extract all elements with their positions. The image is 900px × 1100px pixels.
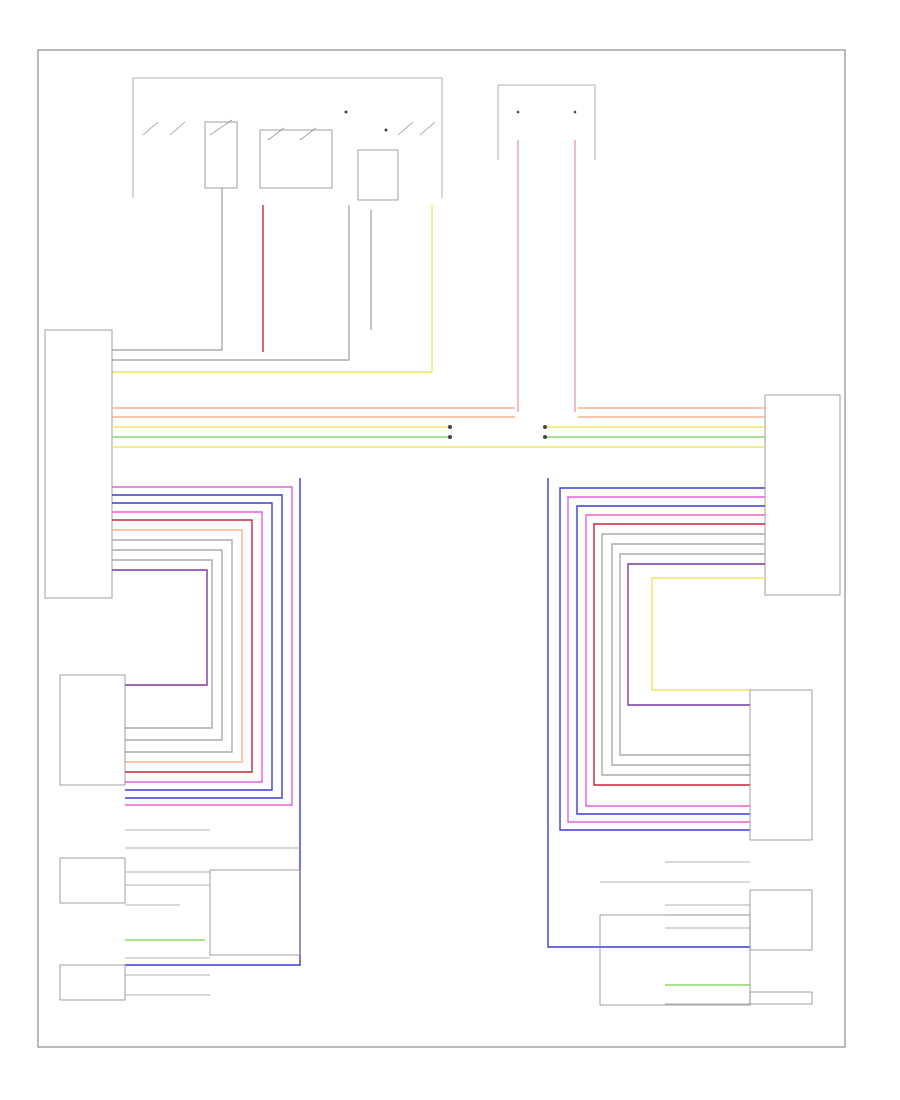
diagram-frame bbox=[37, 49, 846, 1048]
right-lower-wires bbox=[547, 478, 765, 948]
top-vertical-wires bbox=[112, 140, 576, 412]
main-bus-wires bbox=[112, 407, 765, 448]
left-control-module bbox=[44, 329, 113, 599]
right-lower-components bbox=[599, 689, 813, 1006]
right-control-module bbox=[764, 394, 841, 596]
left-lower-components bbox=[59, 674, 301, 1001]
fuse-block bbox=[497, 84, 596, 160]
steering-column-switch-assembly bbox=[132, 77, 443, 201]
left-lower-wires bbox=[112, 478, 301, 966]
